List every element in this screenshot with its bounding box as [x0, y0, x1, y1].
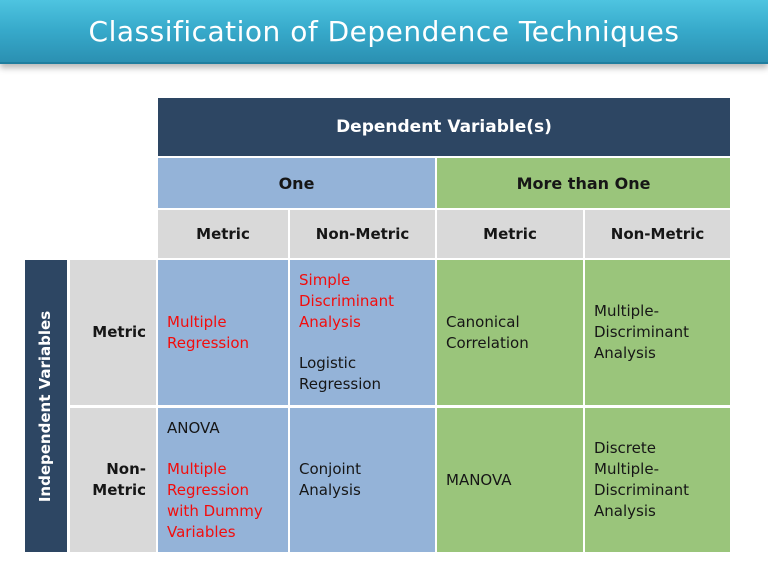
column-header-label: Non-Metric — [315, 224, 410, 243]
header-dependent-variables: Dependent Variable(s) — [158, 98, 730, 156]
cell-metric-more-metric: Canonical Correlation — [437, 260, 583, 405]
technique-multiple-regression-dummy-variables: Multiple Regression with Dummy Variables — [167, 459, 263, 541]
cell-nonmetric-one-nonmetric: Conjoint Analysis — [290, 408, 435, 552]
technique-canonical-correlation: Canonical Correlation — [446, 312, 529, 352]
technique-discrete-multiple-discriminant-analysis: Discrete Multiple- Discriminant Analysis — [594, 439, 689, 520]
page-title: Classification of Dependence Techniques — [88, 14, 680, 48]
title-bar: Classification of Dependence Techniques — [0, 0, 768, 64]
row-group-independent-variables-label: Independent Variables — [36, 310, 55, 502]
column-group-more-than-one: More than One — [437, 158, 730, 208]
row-group-independent-variables: Independent Variables — [25, 260, 67, 552]
cell-metric-one-nonmetric: Simple Discriminant Analysis Logistic Re… — [290, 260, 435, 405]
cell-nonmetric-more-metric: MANOVA — [437, 408, 583, 552]
row-header-nonmetric: Non- Metric — [70, 408, 156, 552]
header-dependent-variables-label: Dependent Variable(s) — [336, 116, 552, 137]
column-group-more-than-one-label: More than One — [516, 173, 651, 193]
column-header-label: Metric — [483, 224, 537, 243]
row-header-metric: Metric — [70, 260, 156, 405]
column-header-metric-1: Metric — [158, 210, 288, 258]
technique-conjoint-analysis: Conjoint Analysis — [299, 460, 362, 499]
cell-metric-one-metric: Multiple Regression — [158, 260, 288, 405]
row-header-label: Non- Metric — [92, 460, 146, 499]
column-header-nonmetric-2: Non-Metric — [585, 210, 730, 258]
column-header-label: Metric — [196, 224, 250, 243]
row-header-label: Metric — [92, 323, 146, 341]
column-header-nonmetric-1: Non-Metric — [290, 210, 435, 258]
column-header-label: Non-Metric — [610, 224, 705, 243]
cell-nonmetric-one-metric: ANOVA Multiple Regression with Dummy Var… — [158, 408, 288, 552]
technique-multiple-regression: Multiple Regression — [167, 312, 250, 352]
technique-multiple-discriminant-analysis: Multiple- Discriminant Analysis — [594, 302, 689, 362]
cell-nonmetric-more-nonmetric: Discrete Multiple- Discriminant Analysis — [585, 408, 730, 552]
technique-anova: ANOVA — [167, 418, 220, 437]
column-group-one-label: One — [278, 173, 315, 193]
technique-logistic-regression: Logistic Regression — [299, 354, 382, 393]
column-group-one: One — [158, 158, 435, 208]
column-header-metric-2: Metric — [437, 210, 583, 258]
technique-manova: MANOVA — [446, 470, 512, 489]
technique-simple-discriminant-analysis: Simple Discriminant Analysis — [299, 271, 394, 331]
cell-metric-more-nonmetric: Multiple- Discriminant Analysis — [585, 260, 730, 405]
